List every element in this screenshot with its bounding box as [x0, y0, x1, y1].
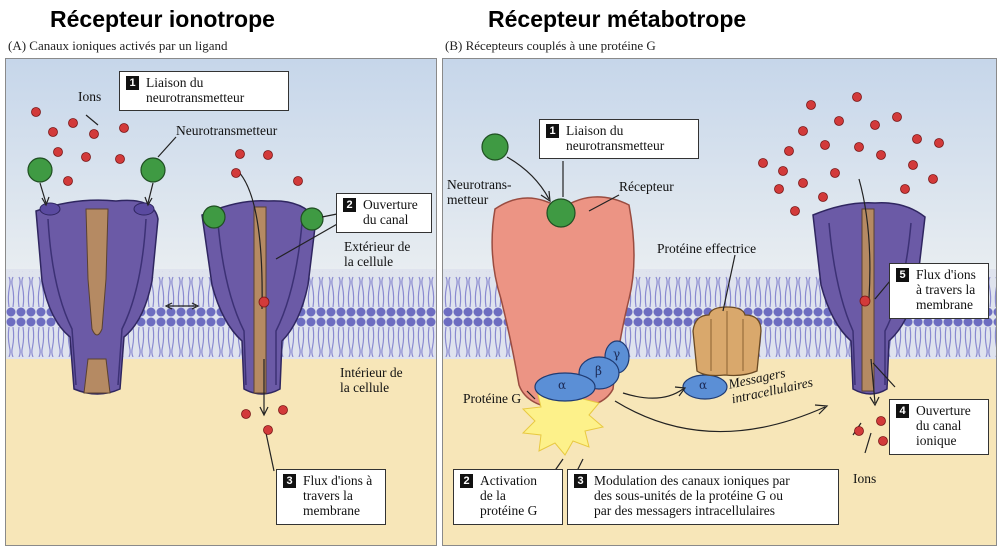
effector-protein-label: Protéine effectrice — [657, 241, 757, 256]
ions — [31, 107, 303, 435]
effector-protein — [692, 306, 762, 377]
g-protein-label: Protéine G — [463, 391, 522, 406]
neurotransmitter-ligand — [27, 157, 53, 183]
left-subtitle: (A) Canaux ioniques activés par un ligan… — [8, 38, 228, 53]
receptor-label: Récepteur — [619, 179, 674, 194]
neurotransmitter-ligand — [140, 157, 166, 183]
gamma-symbol: γ — [613, 347, 621, 361]
ions-label: Ions — [853, 471, 877, 486]
right-subtitle: (B) Récepteurs couplés à une protéine G — [445, 38, 656, 53]
right-title: Récepteur métabotrope — [488, 6, 747, 32]
neurotransmitter-label: Neurotransmetteur — [176, 123, 278, 138]
beta-symbol: β — [595, 364, 602, 378]
bound-ligand — [202, 205, 226, 229]
bound-ligand — [300, 207, 324, 231]
free-alpha-symbol: α — [699, 378, 708, 392]
metabotropic-panel: Neurotrans-metteur Récepteur Protéine ef… — [442, 58, 997, 546]
ions — [758, 92, 944, 446]
neurotransmitter-ligand — [481, 133, 509, 161]
left-title: Récepteur ionotrope — [50, 6, 275, 32]
alpha-symbol: α — [558, 378, 567, 392]
closed-ion-channel — [35, 199, 159, 395]
g-protein-alpha — [534, 372, 596, 402]
neurotransmitter-label: Neurotrans-metteur — [447, 177, 512, 207]
open-ion-channel — [201, 200, 317, 395]
bound-ligand — [546, 198, 576, 228]
g-protein-coupled-receptor — [491, 196, 635, 410]
ions-label: Ions — [78, 89, 102, 104]
